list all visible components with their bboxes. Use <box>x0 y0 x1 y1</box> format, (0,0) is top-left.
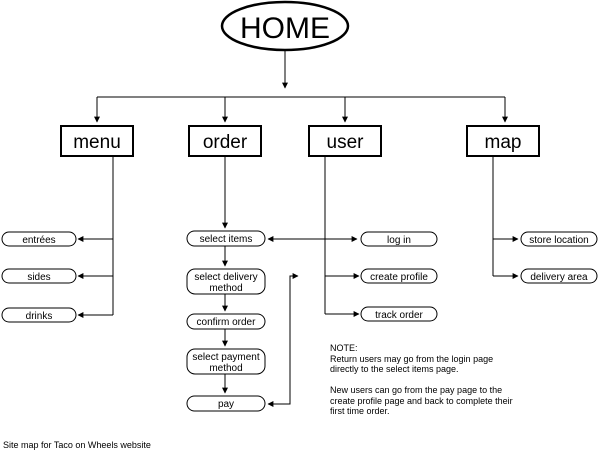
user-connectors <box>267 156 360 407</box>
menu-item-sides-box <box>1 268 77 284</box>
note-title: NOTE: <box>330 343 358 353</box>
home-connectors <box>94 50 508 123</box>
user-item-track-order-box <box>360 306 438 322</box>
user-item-track-order: track order <box>375 310 423 321</box>
note-line-2: directly to the select items page. <box>330 364 459 374</box>
map-section-label: map <box>485 132 522 153</box>
map-section-box <box>466 125 540 157</box>
map-item-store-location-box <box>520 231 598 247</box>
order-step-pay: pay <box>218 399 234 410</box>
note-line-3: New users can go from the pay page to th… <box>330 385 503 395</box>
figure-caption: Site map for Taco on Wheels website <box>3 440 151 450</box>
note-line-5: first time order. <box>330 406 390 416</box>
menu-item-entrees-box <box>1 231 77 247</box>
user-item-log-in: log in <box>387 235 411 246</box>
home-label: HOME <box>240 12 330 45</box>
menu-connectors <box>77 156 114 318</box>
user-item-create-profile-box <box>360 268 438 284</box>
order-step-pay-box <box>186 395 266 412</box>
order-section-label: order <box>203 132 248 153</box>
map-item-delivery-area: delivery area <box>530 272 588 283</box>
order-section-box <box>188 125 262 157</box>
order-step-confirm-order-box <box>186 313 266 330</box>
menu-item-drinks: drinks <box>26 311 53 322</box>
order-step-select-payment-line1: select payment <box>192 352 259 363</box>
menu-section-box <box>60 125 134 157</box>
order-step-select-items-box <box>186 230 266 247</box>
note-line-4: create profile page and back to complete… <box>330 395 513 406</box>
map-connectors <box>492 156 519 279</box>
order-step-confirm-order: confirm order <box>197 317 257 328</box>
menu-item-drinks-box <box>1 307 77 323</box>
menu-section-label: menu <box>73 132 121 153</box>
order-step-select-items: select items <box>200 234 253 245</box>
user-item-create-profile: create profile <box>370 272 428 283</box>
menu-item-sides: sides <box>27 272 50 283</box>
menu-item-entrees: entrées <box>22 235 55 246</box>
order-step-select-delivery-line2: method <box>209 283 242 294</box>
order-step-select-delivery-box <box>186 268 266 295</box>
order-step-select-payment-box <box>186 348 266 375</box>
note-line-1: Return users may go from the login page <box>330 353 494 364</box>
order-step-select-payment-line2: method <box>209 363 242 374</box>
map-item-delivery-area-box <box>520 268 598 284</box>
map-item-store-location: store location <box>529 235 588 246</box>
note-block: NOTE: Return users may go from the login… <box>330 343 598 417</box>
user-section-box <box>308 125 382 157</box>
user-section-label: user <box>327 132 365 153</box>
order-step-select-delivery-line1: select delivery <box>194 272 257 283</box>
user-item-log-in-box <box>360 231 438 247</box>
